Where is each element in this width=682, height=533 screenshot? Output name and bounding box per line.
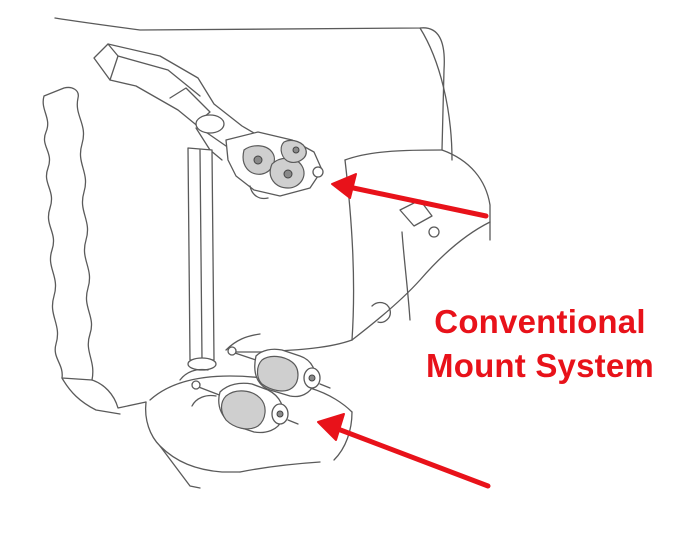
caption-line-1: Conventional xyxy=(434,303,646,340)
motor-cowling xyxy=(54,17,491,353)
mount-system-caption: Conventional Mount System xyxy=(398,300,682,388)
lower-red-arrow xyxy=(317,413,491,489)
upper-mount-assembly xyxy=(225,131,324,200)
lower-mount-upper xyxy=(227,346,331,398)
caption-line-2: Mount System xyxy=(426,347,654,384)
steering-shaft xyxy=(187,147,217,371)
transom-outline xyxy=(42,86,147,415)
lower-mount-lower xyxy=(191,380,299,434)
upper-red-arrow xyxy=(331,173,489,219)
